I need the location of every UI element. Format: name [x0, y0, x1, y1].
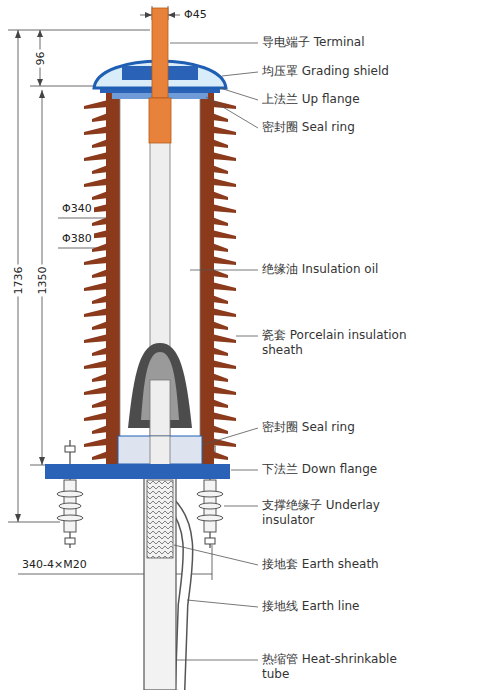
- part-label: 下法兰 Down flange: [262, 462, 494, 477]
- heat-shrink-tube: [144, 478, 176, 690]
- dimension-label: 340-4×M20: [20, 558, 89, 571]
- part-label: 瓷套 Porcelain insulation sheath: [262, 328, 432, 358]
- terminal-connector: [149, 98, 171, 143]
- dimension-label: 1350: [36, 264, 49, 296]
- dimension-label: Φ380: [60, 232, 94, 245]
- part-label: 接地线 Earth line: [262, 599, 494, 614]
- cable-core: [150, 96, 170, 476]
- part-label: 密封圈 Seal ring: [262, 420, 494, 435]
- part-label: 绝缘油 Insulation oil: [262, 262, 494, 277]
- earth-sheath: [147, 480, 173, 558]
- part-label: 支撑绝缘子 Underlay insulator: [262, 498, 412, 528]
- dimension-label: 1736: [12, 264, 25, 296]
- part-label: 密封圈 Seal ring: [262, 120, 494, 135]
- part-label: 接地套 Earth sheath: [262, 557, 494, 572]
- part-label: 均压罩 Grading shield: [262, 64, 494, 79]
- leader-lines: [170, 43, 258, 660]
- dimension-label: Φ45: [182, 8, 209, 21]
- part-label: 导电端子 Terminal: [262, 35, 494, 50]
- down-flange: [45, 464, 230, 479]
- dimension-label: 96: [34, 49, 47, 67]
- dimension-label: Φ340: [60, 202, 94, 215]
- part-label: 上法兰 Up flange: [262, 92, 494, 107]
- terminal: [152, 8, 168, 98]
- underlay-insulators: [57, 480, 223, 532]
- part-label: 热缩管 Heat-shrinkable tube: [262, 652, 412, 682]
